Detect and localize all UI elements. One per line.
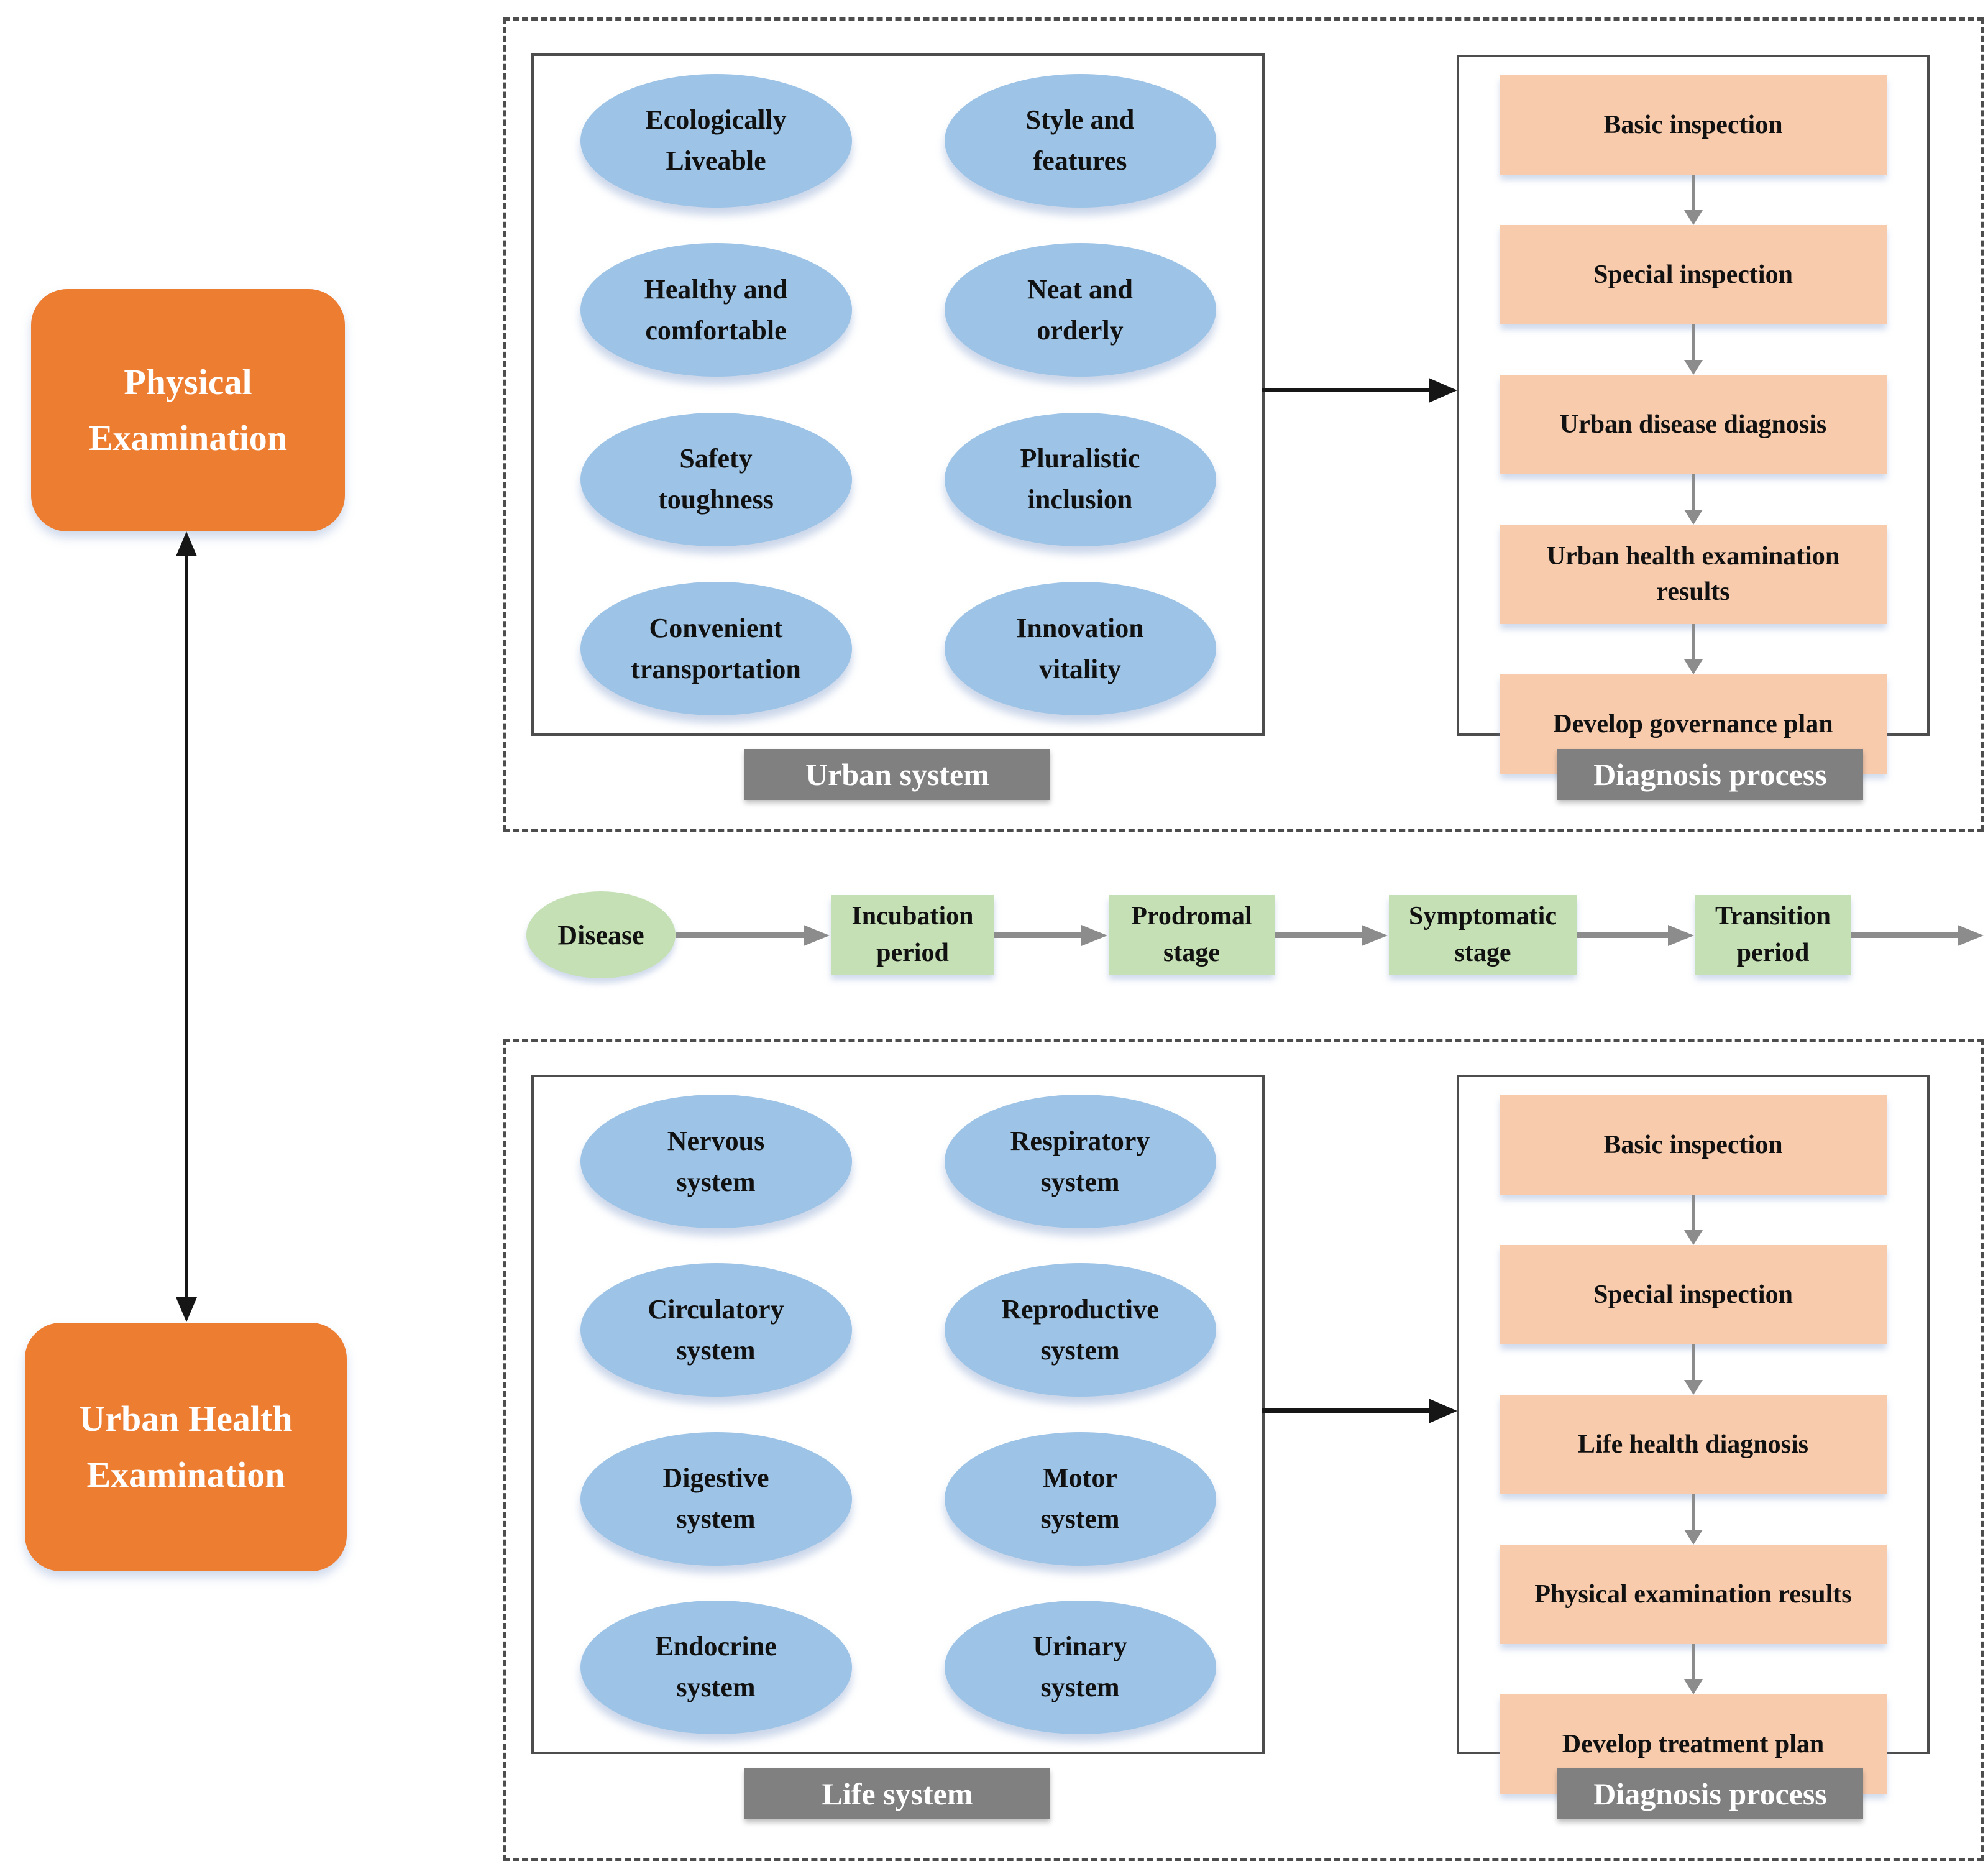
urban-diagnosis-step-0: Basic inspection — [1603, 110, 1783, 139]
life-diagnosis-step-1: Special inspection — [1593, 1280, 1793, 1309]
urban-system-label-3: Neat and orderly — [1027, 273, 1133, 346]
life-system-ellipse: Urinary system — [944, 1600, 1216, 1734]
down-arrow-icon — [1692, 324, 1695, 360]
life-system-section-label: Life system — [744, 1768, 1050, 1819]
urban-system-label-2: Healthy and comfortable — [644, 273, 788, 346]
life-diagnosis-section-label-text: Diagnosis process — [1593, 1776, 1827, 1811]
disease-label: Disease — [557, 919, 644, 950]
disease-ellipse: Disease — [526, 891, 676, 978]
life-system-label-5: Motor system — [1040, 1463, 1120, 1535]
urban-diagnosis-step-2: Urban disease diagnosis — [1559, 410, 1827, 439]
diagnosis-step: Physical examination results — [1500, 1545, 1887, 1644]
life-diagnosis-step-0: Basic inspection — [1603, 1130, 1783, 1159]
urban-diagnosis-section-label: Diagnosis process — [1557, 749, 1863, 800]
life-diagnosis-box: Basic inspection Special inspection Life… — [1457, 1075, 1930, 1794]
stage-symptomatic-label: Symptomatic stage — [1409, 902, 1557, 967]
down-arrow-icon — [1692, 1494, 1695, 1530]
down-arrow-icon — [1692, 175, 1695, 210]
life-system-ellipse: Reproductive system — [944, 1263, 1216, 1397]
life-system-section-label-text: Life system — [822, 1776, 973, 1811]
urban-health-examination-label: Urban Health Examination — [79, 1399, 293, 1495]
life-system-ellipse: Digestive system — [580, 1431, 852, 1566]
urban-health-examination-box: Urban Health Examination — [25, 1323, 347, 1571]
urban-section-dashed-border — [503, 17, 1984, 832]
timeline-arrow-icon — [676, 932, 804, 938]
physical-examination-box: Physical Examination — [31, 289, 345, 531]
stage-incubation-period: Incubation period — [831, 895, 994, 975]
down-arrow-icon — [1692, 1344, 1695, 1380]
urban-to-diagnosis-arrow-icon — [1262, 388, 1429, 392]
life-diagnosis-section-label: Diagnosis process — [1557, 1768, 1863, 1819]
life-diagnosis-step-4: Develop treatment plan — [1562, 1729, 1825, 1758]
life-diagnosis-flow: Basic inspection Special inspection Life… — [1459, 1077, 1927, 1794]
life-system-label-2: Circulatory system — [648, 1294, 784, 1366]
life-diagnosis-step-3: Physical examination results — [1534, 1579, 1852, 1609]
life-systems-box: Nervous system Respiratory system Circul… — [531, 1075, 1265, 1754]
life-system-label-7: Urinary system — [1033, 1631, 1127, 1703]
life-section-dashed-border — [503, 1039, 1984, 1861]
down-arrow-icon — [1692, 624, 1695, 659]
life-system-label-0: Nervous system — [667, 1125, 765, 1197]
urban-systems-grid: Ecologically Liveable Style and features… — [534, 56, 1262, 733]
stage-symptomatic-stage: Symptomatic stage — [1389, 895, 1577, 975]
life-system-ellipse: Motor system — [944, 1431, 1216, 1566]
urban-diagnosis-flow: Basic inspection Special inspection Urba… — [1459, 57, 1927, 774]
urban-diagnosis-section-label-text: Diagnosis process — [1593, 757, 1827, 792]
urban-system-ellipse: Ecologically Liveable — [580, 73, 852, 208]
urban-system-label-6: Convenient transportation — [631, 612, 801, 684]
life-system-ellipse: Respiratory system — [944, 1095, 1216, 1229]
timeline-arrow-icon — [994, 932, 1081, 938]
diagnosis-step: Basic inspection — [1500, 1095, 1887, 1195]
diagnosis-step: Life health diagnosis — [1500, 1395, 1887, 1494]
life-system-label-4: Digestive system — [662, 1463, 769, 1535]
life-system-label-6: Endocrine system — [655, 1631, 777, 1703]
urban-system-ellipse: Convenient transportation — [580, 582, 852, 716]
diagnosis-step: Special inspection — [1500, 1245, 1887, 1344]
down-arrow-icon — [1692, 1195, 1695, 1230]
stage-transition-period: Transition period — [1695, 895, 1851, 975]
urban-diagnosis-box: Basic inspection Special inspection Urba… — [1457, 55, 1930, 774]
urban-system-label-0: Ecologically Liveable — [645, 104, 787, 177]
stage-incubation-label: Incubation period — [851, 902, 974, 967]
diagnosis-step: Special inspection — [1500, 225, 1887, 324]
urban-system-section-label-text: Urban system — [805, 757, 989, 792]
urban-system-label-5: Pluralistic inclusion — [1020, 443, 1140, 515]
life-system-ellipse: Circulatory system — [580, 1263, 852, 1397]
urban-system-ellipse: Neat and orderly — [944, 243, 1216, 377]
urban-system-ellipse: Pluralistic inclusion — [944, 412, 1216, 546]
stage-transition-label: Transition period — [1715, 902, 1831, 967]
diagnosis-step: Basic inspection — [1500, 75, 1887, 175]
timeline-arrow-icon — [1577, 932, 1668, 938]
life-system-label-3: Reproductive system — [1001, 1294, 1159, 1366]
life-system-ellipse: Nervous system — [580, 1095, 852, 1229]
double-headed-arrow-icon — [176, 531, 197, 1322]
urban-system-ellipse: Safety toughness — [580, 412, 852, 546]
urban-diagnosis-step-1: Special inspection — [1593, 260, 1793, 289]
timeline-arrow-icon — [1275, 932, 1362, 938]
urban-system-ellipse: Style and features — [944, 73, 1216, 208]
physical-examination-label: Physical Examination — [88, 362, 288, 458]
life-to-diagnosis-arrow-icon — [1262, 1408, 1429, 1413]
urban-system-label-7: Innovation vitality — [1016, 612, 1144, 684]
urban-system-ellipse: Healthy and comfortable — [580, 243, 852, 377]
life-diagnosis-step-2: Life health diagnosis — [1577, 1430, 1809, 1459]
urban-system-label-4: Safety toughness — [658, 443, 774, 515]
urban-system-ellipse: Innovation vitality — [944, 582, 1216, 716]
life-system-ellipse: Endocrine system — [580, 1600, 852, 1734]
stage-prodromal-stage: Prodromal stage — [1109, 895, 1275, 975]
life-systems-grid: Nervous system Respiratory system Circul… — [534, 1077, 1262, 1752]
urban-system-label-1: Style and features — [1025, 104, 1135, 177]
diagnosis-step: Urban disease diagnosis — [1500, 375, 1887, 474]
urban-diagnosis-step-3: Urban health examination results — [1546, 542, 1840, 606]
urban-system-section-label: Urban system — [744, 749, 1050, 800]
down-arrow-icon — [1692, 1644, 1695, 1679]
urban-systems-box: Ecologically Liveable Style and features… — [531, 53, 1265, 736]
diagnosis-step: Urban health examination results — [1500, 525, 1887, 624]
timeline-arrow-icon — [1851, 932, 1958, 938]
stage-prodromal-label: Prodromal stage — [1131, 902, 1252, 967]
down-arrow-icon — [1692, 474, 1695, 510]
life-system-label-1: Respiratory system — [1010, 1125, 1150, 1197]
urban-diagnosis-step-4: Develop governance plan — [1553, 709, 1833, 738]
